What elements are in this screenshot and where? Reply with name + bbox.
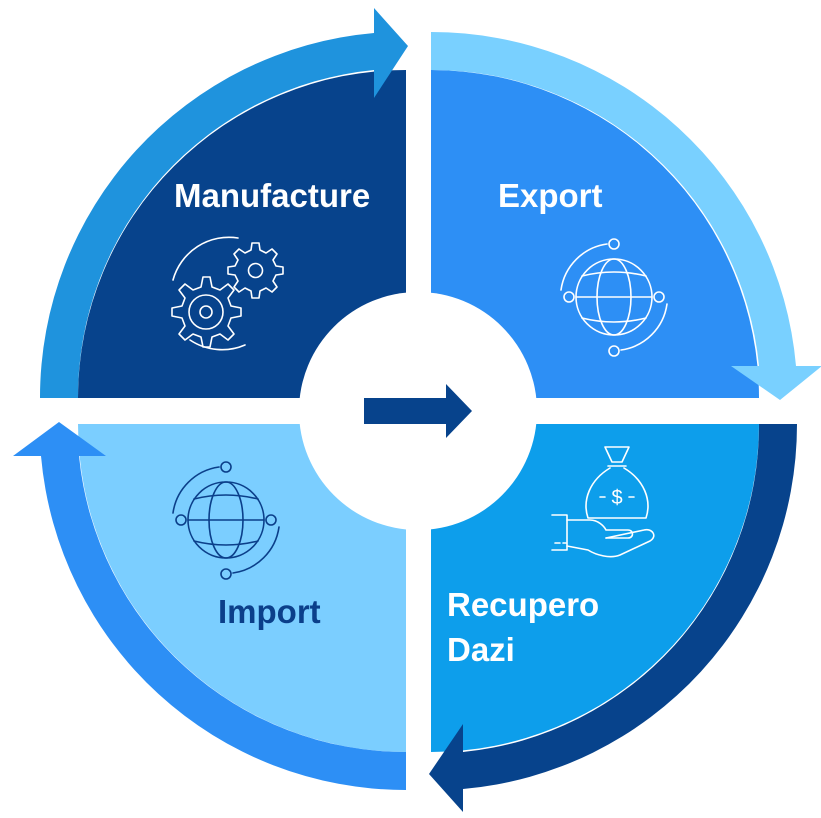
globe-network-icon — [172, 461, 280, 580]
manufacture-quadrant — [78, 70, 406, 398]
globe-network-icon — [560, 238, 668, 357]
manufacture-label: Manufacture — [174, 177, 370, 214]
recupero-label-line1: Recupero — [447, 586, 599, 623]
export-label: Export — [498, 177, 603, 214]
money-bag-hand-icon: $ — [551, 446, 655, 558]
svg-text:$: $ — [611, 487, 622, 509]
import-ring-arrow — [13, 422, 406, 791]
import-quadrant — [78, 424, 406, 752]
recupero-label-line2: Dazi — [447, 631, 515, 668]
right-arrow-icon — [364, 384, 472, 438]
manufacture-ring-arrow — [39, 8, 408, 398]
recupero-dazi-quadrant — [431, 424, 759, 752]
recupero-ring-arrow — [429, 424, 798, 812]
export-quadrant — [431, 70, 759, 398]
export-ring-arrow — [431, 31, 821, 400]
gears-icon — [171, 236, 284, 351]
import-label: Import — [218, 593, 321, 630]
